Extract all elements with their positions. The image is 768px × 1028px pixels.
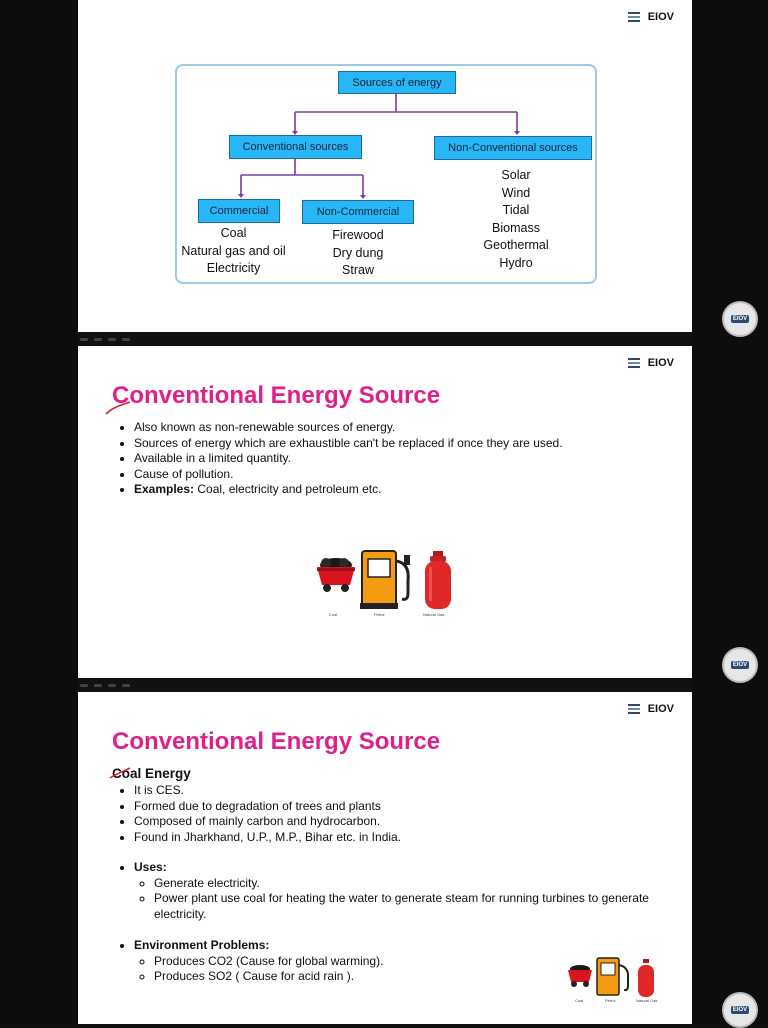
list-item: Found in Jharkhand, U.P., M.P., Bihar et… xyxy=(134,830,674,846)
examples-label: Examples: xyxy=(134,482,195,496)
petrol-pump-icon xyxy=(596,957,630,996)
list-item: Geothermal xyxy=(483,238,549,252)
list-item: Solar xyxy=(501,168,531,182)
pen-annotation xyxy=(105,401,131,415)
eiov-logo: EIOV xyxy=(626,356,674,370)
side-badge[interactable]: EIOV xyxy=(722,301,758,337)
petrol-pump-icon xyxy=(360,550,410,609)
eiov-logo-icon xyxy=(626,702,642,716)
list-item: Coal xyxy=(220,226,247,240)
non-conventional-items: Solar Wind Tidal Biomass Geothermal Hydr… xyxy=(466,167,566,272)
list-item: Natural gas and oil xyxy=(181,243,286,258)
eiov-logo-icon xyxy=(626,356,642,370)
list-item: Straw xyxy=(342,263,374,277)
fuel-illustration xyxy=(566,956,658,1002)
coal-cart-icon xyxy=(317,558,355,592)
list-item: Wind xyxy=(501,185,531,200)
list-item: Produces CO2 (Cause for global warming). xyxy=(154,954,554,970)
problems-label: Environment Problems: xyxy=(134,938,270,952)
list-item: Tidal xyxy=(502,203,530,217)
left-background xyxy=(0,0,78,1024)
side-badge[interactable]: EIOV xyxy=(722,992,758,1028)
node-commercial: Commercial xyxy=(198,199,280,223)
page-toolbar[interactable] xyxy=(80,338,130,341)
list-item: Cause of pollution. xyxy=(134,467,692,483)
eiov-logo: EIOV xyxy=(626,702,674,716)
coal-label: Coal xyxy=(575,998,584,1003)
bullet-list: Also known as non-renewable sources of e… xyxy=(112,420,692,498)
list-item: It is CES. xyxy=(134,783,674,799)
node-conventional-sources: Conventional sources xyxy=(229,135,362,159)
coal-label: Coal xyxy=(329,612,338,617)
list-item: Electricity xyxy=(206,261,261,275)
list-item: Environment Problems: Produces CO2 (Caus… xyxy=(134,938,554,985)
problems-list: Environment Problems: Produces CO2 (Caus… xyxy=(112,938,554,985)
slide-title: Conventional Energy Source xyxy=(112,728,441,755)
petrol-label: Petrol xyxy=(605,998,616,1003)
commercial-items: Coal Natural gas and oil Electricity xyxy=(176,225,291,278)
uses-list: Uses: Generate electricity. Power plant … xyxy=(112,860,674,922)
fuel-illustration xyxy=(314,547,454,619)
list-item: Biomass xyxy=(492,220,540,235)
gas-cylinder-icon xyxy=(425,551,451,609)
energy-sources-diagram xyxy=(175,64,597,284)
list-item: Sources of energy which are exhaustible … xyxy=(134,436,692,452)
node-sources-of-energy: Sources of energy xyxy=(338,71,456,94)
list-item: Firewood xyxy=(332,228,384,242)
list-item: Formed due to degradation of trees and p… xyxy=(134,799,674,815)
eiov-logo-icon xyxy=(626,10,642,24)
page-toolbar[interactable] xyxy=(80,684,130,687)
list-item: Dry dung xyxy=(332,245,384,260)
pen-annotation xyxy=(109,767,131,779)
node-non-commercial: Non-Commercial xyxy=(302,200,414,224)
slide-title: Conventional Energy Source xyxy=(112,382,441,409)
eiov-logo-text: EIOV xyxy=(647,357,674,369)
coal-facts-list: It is CES. Formed due to degradation of … xyxy=(112,783,674,845)
list-item: Composed of mainly carbon and hydrocarbo… xyxy=(134,814,674,830)
eiov-logo-text: EIOV xyxy=(647,703,674,715)
uses-label: Uses: xyxy=(134,860,167,874)
page-3: EIOV Conventional Energy Source Coal Ene… xyxy=(78,692,692,1024)
petrol-label: Petrol xyxy=(374,612,385,617)
non-commercial-items: Firewood Dry dung Straw xyxy=(318,227,398,280)
list-item: Examples: Coal, electricity and petroleu… xyxy=(134,482,692,498)
gas-cylinder-icon xyxy=(638,959,654,997)
page-2: EIOV Conventional Energy Source Also kno… xyxy=(78,346,692,678)
coal-energy-heading: Coal Energy xyxy=(112,766,191,781)
diagram-connectors xyxy=(238,94,520,199)
examples-text: Coal, electricity and petroleum etc. xyxy=(194,482,382,496)
eiov-logo-text: EIOV xyxy=(647,11,674,23)
list-item: Also known as non-renewable sources of e… xyxy=(134,420,692,436)
page-1: EIOV Sources of energy Conventional sour… xyxy=(78,0,692,332)
right-background xyxy=(692,0,768,1024)
node-non-conventional-sources: Non-Conventional sources xyxy=(434,136,592,160)
coal-cart-icon xyxy=(568,965,592,987)
side-badge[interactable]: EIOV xyxy=(722,647,758,683)
list-item: Power plant use coal for heating the wat… xyxy=(154,891,674,922)
list-item: Uses: Generate electricity. Power plant … xyxy=(134,860,674,922)
list-item: Hydro xyxy=(499,255,533,270)
list-item: Produces SO2 ( Cause for acid rain ). xyxy=(154,969,554,985)
natural-gas-label: Natural Gas xyxy=(423,612,445,617)
list-item: Generate electricity. xyxy=(154,876,674,892)
list-item: Available in a limited quantity. xyxy=(134,451,692,467)
eiov-logo: EIOV xyxy=(626,10,674,24)
natural-gas-label: Natural Gas xyxy=(636,998,658,1003)
